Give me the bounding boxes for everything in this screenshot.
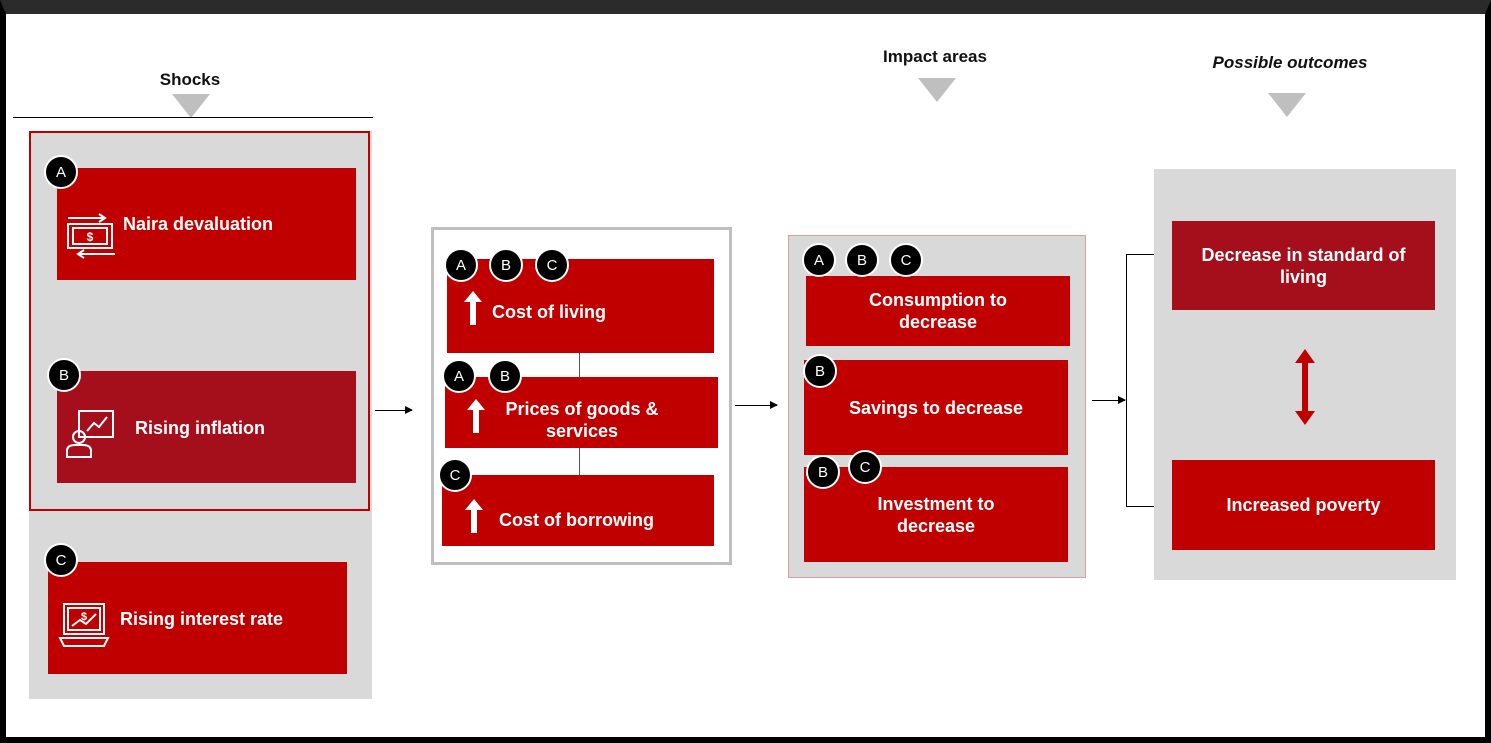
effect-badge: C	[535, 248, 569, 282]
header-shocks-pointer	[172, 94, 210, 118]
effect-badge: C	[438, 458, 472, 492]
arrow-impacts-to-outcomes	[1092, 396, 1126, 404]
shock-label: Rising inflation	[135, 418, 265, 438]
outcome-label: Decrease in standard of living	[1201, 244, 1406, 287]
shock-rising-interest-rate: $ Rising interest rate	[48, 562, 347, 674]
effect-prices-of-goods: Prices of goods & services	[445, 377, 718, 448]
svg-text:$: $	[81, 611, 87, 623]
shock-label: Rising interest rate	[120, 609, 284, 629]
presenter-chart-icon	[65, 409, 117, 464]
impact-badge: C	[848, 450, 882, 484]
outcome-standard-of-living: Decrease in standard of living	[1172, 221, 1435, 310]
header-impact-areas: Impact areas	[883, 47, 987, 66]
effect-label: Cost of living	[492, 302, 606, 322]
outcome-increased-poverty: Increased poverty	[1172, 460, 1435, 550]
arrow-effects-to-impacts	[735, 401, 778, 409]
arrow-shocks-to-effects	[375, 406, 413, 414]
svg-text:$: $	[87, 230, 94, 244]
shock-rising-inflation: Rising inflation	[57, 371, 356, 483]
effect-badge: B	[488, 359, 522, 393]
shocks-ab-outline	[29, 131, 370, 511]
header-impact-areas-pointer	[918, 78, 956, 102]
impact-label: Savings to decrease	[848, 397, 1024, 418]
effect-cost-of-living: Cost of living	[447, 259, 714, 353]
header-possible-outcomes: Possible outcomes	[1212, 53, 1368, 72]
impact-badge: A	[802, 243, 836, 277]
shocks-underline	[13, 117, 373, 118]
impact-label: Investment to decrease	[877, 493, 995, 536]
outcome-label: Increased poverty	[1226, 495, 1381, 515]
laptop-dollar-icon: $	[58, 600, 110, 655]
effect-badge: B	[489, 248, 523, 282]
impact-badge: B	[806, 455, 840, 489]
header-possible-outcomes-pointer	[1268, 93, 1306, 117]
up-arrow-icon	[464, 291, 482, 325]
up-arrow-icon	[467, 399, 485, 433]
effect-badge: A	[442, 359, 476, 393]
currency-exchange-icon: $	[65, 212, 119, 265]
shock-naira-devaluation: $ Naira devaluation	[57, 168, 356, 280]
effect-label: Cost of borrowing	[499, 510, 654, 530]
impact-consumption: Consumption to decrease	[806, 276, 1070, 346]
impact-badge: B	[803, 354, 837, 388]
impact-savings: Savings to decrease	[804, 360, 1068, 455]
impact-label: Consumption to decrease	[869, 290, 1007, 332]
effect-cost-of-borrowing: Cost of borrowing	[442, 475, 714, 546]
effect-label: Prices of goods & services	[505, 399, 659, 441]
impact-badge: C	[889, 243, 923, 277]
up-arrow-icon	[465, 499, 483, 533]
shock-badge-b: B	[47, 358, 81, 392]
shock-badge-a: A	[44, 155, 78, 189]
header-shocks: Shocks	[159, 70, 221, 89]
shock-badge-c: C	[44, 543, 78, 577]
double-arrow-icon	[1295, 349, 1315, 425]
impact-badge: B	[845, 243, 879, 277]
impact-investment: Investment to decrease	[804, 467, 1068, 562]
shock-label: Naira devaluation	[123, 214, 274, 234]
outcome-split-line	[1126, 254, 1127, 507]
effect-badge: A	[444, 248, 478, 282]
